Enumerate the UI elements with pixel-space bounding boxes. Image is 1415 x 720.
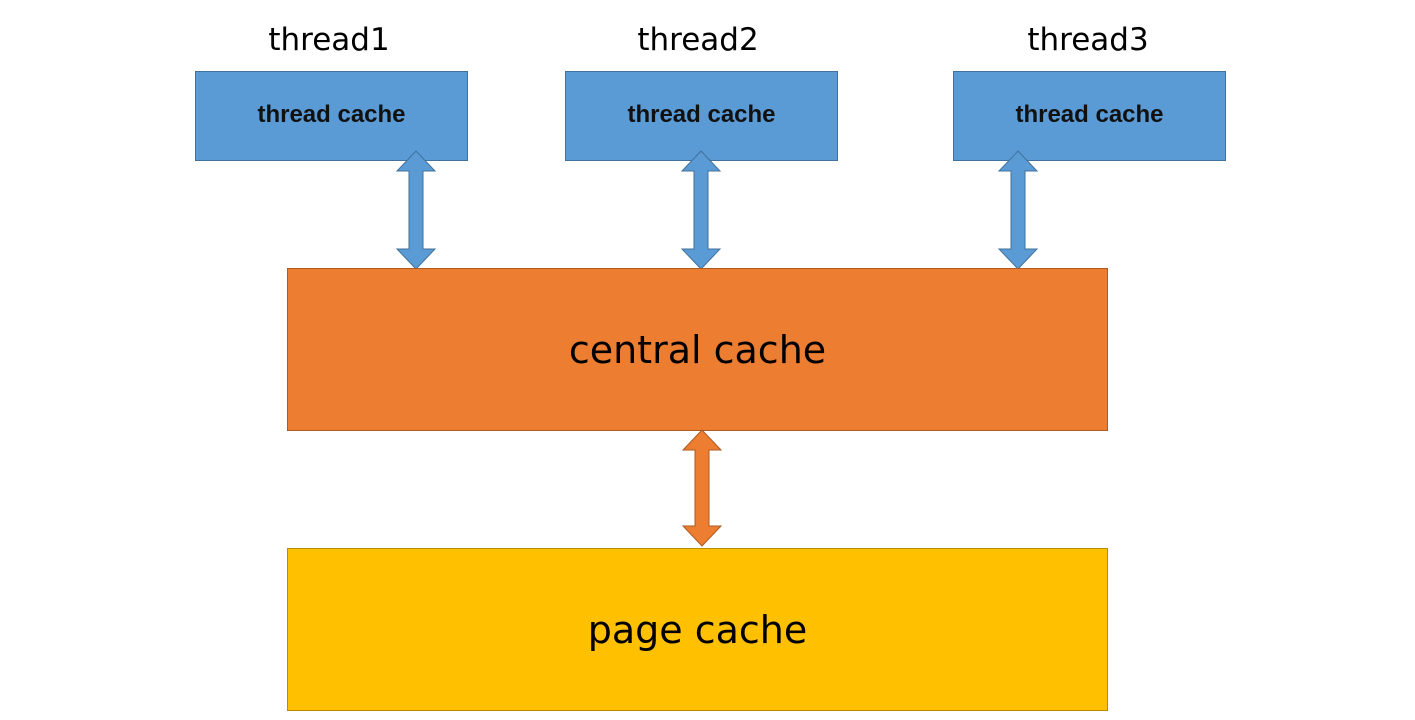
thread1-central-arrow — [395, 150, 437, 270]
thread1-cache-label: thread cache — [257, 101, 406, 128]
thread2-label: thread2 — [637, 22, 759, 58]
page-cache-box: page cache — [287, 548, 1108, 711]
thread3-cache-label: thread cache — [1015, 101, 1164, 128]
central-cache-box: central cache — [287, 268, 1108, 431]
page-cache-label: page cache — [587, 607, 808, 652]
thread1-cache-box: thread cache — [195, 71, 468, 161]
central-page-arrow — [681, 429, 723, 547]
thread2-central-arrow — [680, 150, 722, 270]
central-cache-label: central cache — [568, 327, 827, 372]
thread1-label: thread1 — [268, 22, 390, 58]
thread3-label: thread3 — [1027, 22, 1149, 58]
thread2-cache-label: thread cache — [627, 101, 776, 128]
thread2-cache-box: thread cache — [565, 71, 838, 161]
thread3-central-arrow — [997, 150, 1039, 270]
thread3-cache-box: thread cache — [953, 71, 1226, 161]
